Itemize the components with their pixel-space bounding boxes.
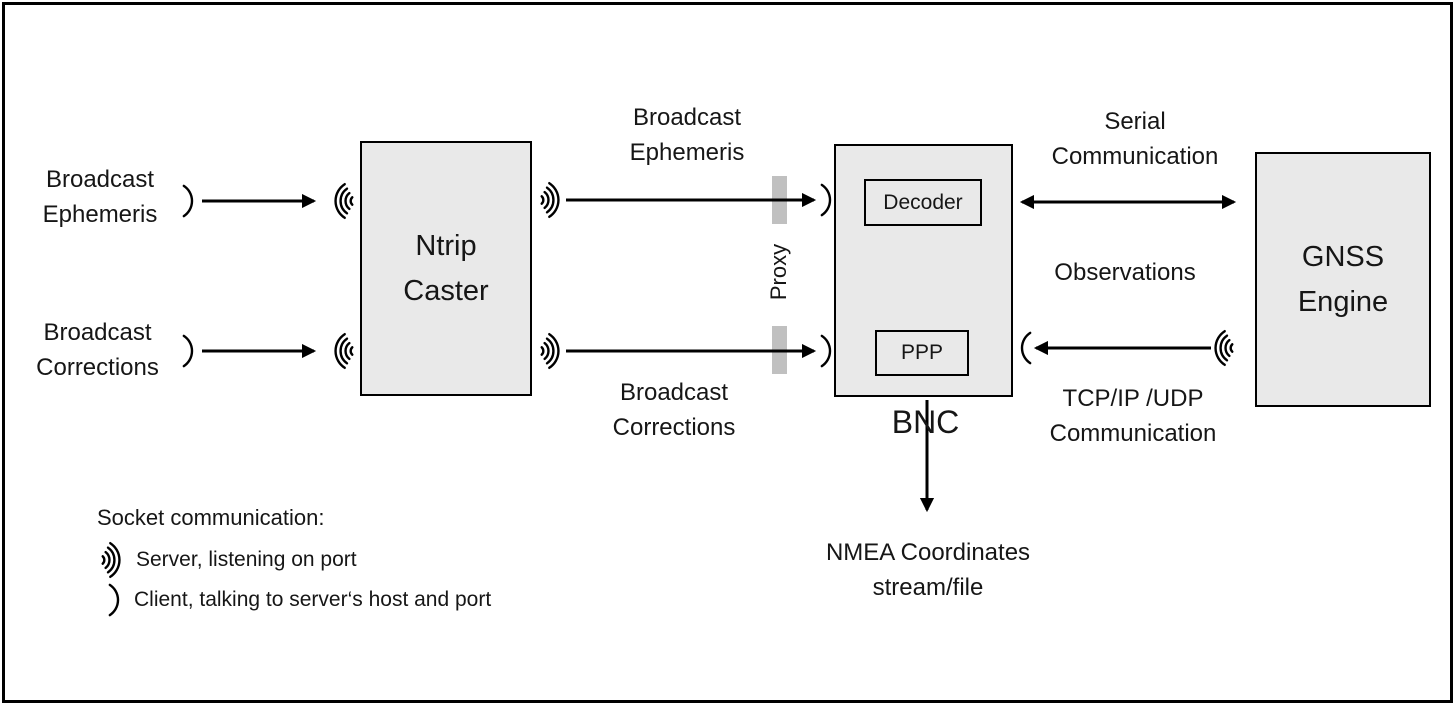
label-nmea-output: NMEA Coordinates stream/file [825, 539, 1031, 601]
server-socket-icon [334, 182, 354, 220]
ppp-label: PPP [900, 341, 944, 364]
decoder-label: Decoder [883, 190, 963, 214]
gnss-engine-label: GNSS Engine [1297, 240, 1389, 318]
ntrip-caster-label: Ntrip Caster [403, 229, 489, 307]
client-socket-icon [182, 334, 194, 368]
node-gnss-engine: GNSS Engine [1255, 152, 1431, 407]
server-socket-icon [540, 333, 560, 369]
legend-title: Socket communication: [97, 505, 325, 530]
label-proxy: Proxy [766, 243, 791, 301]
client-socket-icon [1020, 331, 1032, 365]
server-socket-icon [334, 333, 354, 369]
server-socket-icon [540, 181, 560, 219]
node-ppp: PPP [875, 330, 969, 376]
node-bnc: Decoder BNC PPP [834, 144, 1013, 440]
node-ntrip-caster: Ntrip Caster [360, 141, 532, 396]
label-serial-communication: Serial Communication [1051, 108, 1219, 170]
legend-client-socket-icon [108, 583, 120, 617]
client-socket-icon [820, 183, 832, 217]
label-broadcast-ephemeris-out: Broadcast Ephemeris [629, 104, 745, 166]
legend-server-socket-icon [101, 542, 121, 578]
legend-client-text: Client, talking to server‘s host and por… [134, 588, 492, 611]
label-broadcast-corrections-out: Broadcast Corrections [612, 379, 736, 441]
label-observations: Observations [1054, 259, 1196, 286]
label-tcpip-udp-communication: TCP/IP /UDP Communication [1049, 385, 1217, 447]
bnc-label: BNC [891, 404, 960, 440]
legend-server-text: Server, listening on port [136, 548, 357, 571]
server-socket-icon [1214, 330, 1234, 366]
label-broadcast-corrections-in: Broadcast Corrections [36, 319, 159, 381]
label-broadcast-ephemeris-in: Broadcast Ephemeris [42, 166, 158, 228]
client-socket-icon [820, 334, 832, 368]
node-decoder: Decoder [864, 179, 982, 226]
